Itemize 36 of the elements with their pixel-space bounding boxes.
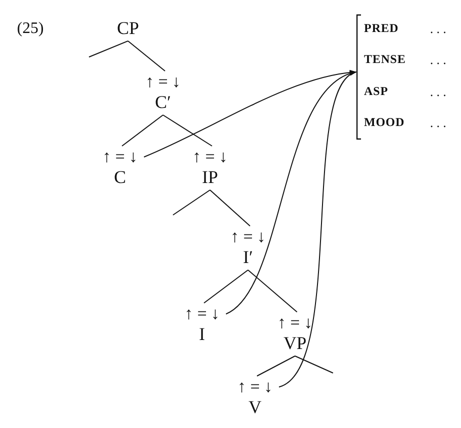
category-label: IP (202, 167, 218, 188)
tree-branch (256, 356, 296, 376)
category-label: I′ (243, 247, 253, 268)
tree-branch (210, 190, 250, 226)
tree-branch (172, 190, 210, 216)
example-number: (25) (17, 20, 44, 38)
tree-branch (128, 40, 166, 72)
feature-name: ASP (364, 82, 390, 100)
tree-branch (122, 114, 164, 146)
tree-branch (248, 270, 298, 312)
tree-branch (162, 114, 212, 146)
annotation: ↑ = ↓ (230, 226, 266, 247)
tree-branch (88, 40, 128, 58)
tree-branch (294, 356, 334, 374)
annotation: ↑ = ↓ (237, 376, 273, 397)
feature-value: . . . (430, 114, 448, 132)
category-label: VP (283, 333, 306, 354)
feature-name: PRED (364, 20, 400, 37)
mapping-arrow (278, 72, 357, 388)
category-label: C′ (155, 92, 171, 113)
feature-value: . . . (430, 20, 448, 38)
feature-value: . . . (430, 51, 448, 70)
category-label: CP (116, 18, 140, 39)
tree-branch (204, 270, 248, 304)
mapping-arrow (144, 70, 357, 158)
feature-value: . . . (430, 82, 448, 100)
category-label: V (248, 397, 262, 418)
category-label: I (199, 324, 205, 345)
feature-name: MOOD (364, 114, 406, 131)
annotation: ↑ = ↓ (192, 146, 228, 167)
annotation: ↑ = ↓ (145, 71, 181, 92)
category-label: C (114, 167, 126, 188)
annotation: ↑ = ↓ (102, 146, 138, 167)
feature-name: TENSE (364, 51, 407, 68)
annotation: ↑ = ↓ (277, 312, 313, 333)
annotation: ↑ = ↓ (184, 303, 220, 324)
